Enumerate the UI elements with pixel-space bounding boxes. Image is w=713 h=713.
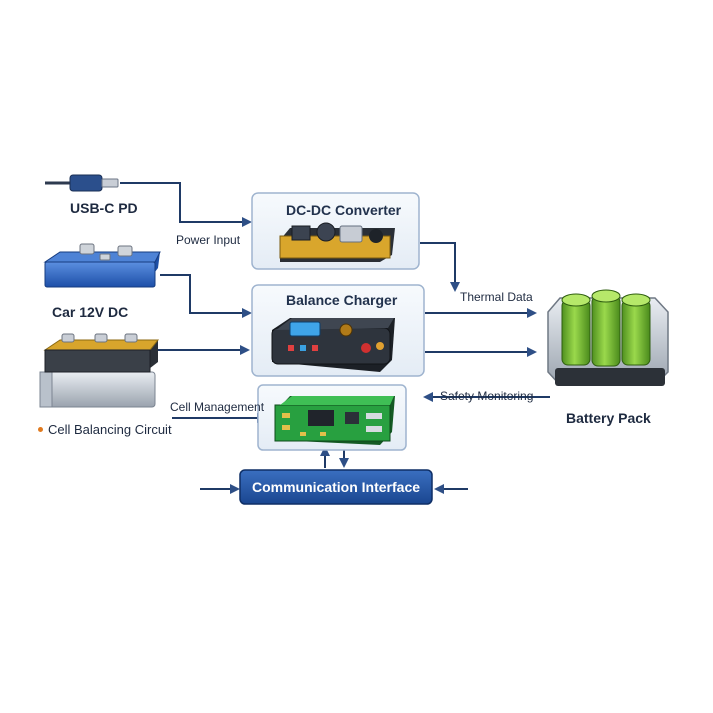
- cell-balancing-circuit-label: Cell Balancing Circuit: [48, 422, 172, 437]
- dcdc-converter-panel: [251, 192, 420, 270]
- power-input-label: Power Input: [176, 233, 241, 247]
- cell-balancing-bullet-icon: [38, 427, 43, 432]
- dcdc-converter-title: DC-DC Converter: [286, 202, 402, 218]
- dcdc-board-icon: [279, 222, 395, 262]
- communication-interface-title: Communication Interface: [251, 479, 421, 495]
- connector-lines: [120, 182, 550, 494]
- dcdc-to-thermal-line: [420, 242, 460, 292]
- usb-c-plug-icon: [45, 174, 119, 192]
- balance-charger-panel: [251, 284, 425, 377]
- battery-pack-label: Battery Pack: [566, 410, 651, 426]
- charger-device-icon: [271, 318, 395, 372]
- safety-monitoring-label: Safety Monitoring: [440, 389, 534, 403]
- cell-balancing-module-icon: [39, 333, 160, 408]
- battery-cells: [561, 289, 651, 367]
- communication-interface-bar: [239, 469, 433, 505]
- usb-to-dcdc-line: [120, 182, 252, 227]
- balance-charger-title: Balance Charger: [286, 292, 398, 308]
- car-12v-dc-label: Car 12V DC: [52, 304, 129, 320]
- cell-management-panel: [257, 384, 407, 451]
- cell-management-label: Cell Management: [170, 400, 265, 414]
- pcb-board-icon: [274, 396, 395, 445]
- car-battery-icon: [43, 243, 161, 288]
- car-to-balance-line: [160, 274, 252, 318]
- usb-c-pd-label: USB-C PD: [70, 200, 138, 216]
- thermal-data-label: Thermal Data: [460, 290, 533, 304]
- battery-pack-icon: [547, 289, 669, 386]
